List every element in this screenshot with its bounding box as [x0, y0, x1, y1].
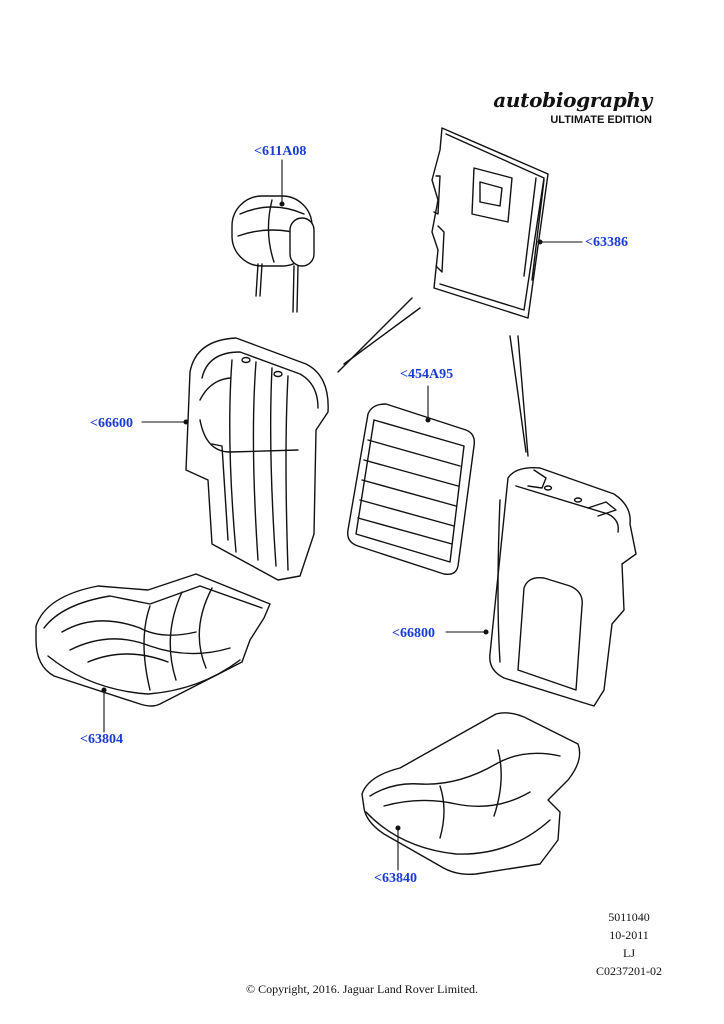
callout-right-backrest[interactable]: <66800: [392, 626, 435, 641]
right-backrest-illustration: [489, 467, 637, 707]
leader-lines: [101, 159, 583, 871]
reference-codes: 5011040 10-2011 LJ C0237201-02: [596, 908, 662, 980]
left-cushion-illustration: [35, 573, 271, 707]
callout-right-cushion[interactable]: <63840: [374, 871, 417, 886]
left-backrest-illustration: [185, 337, 329, 581]
callout-headrest[interactable]: <611A08: [254, 144, 307, 159]
brand-logo: autobiography ULTIMATE EDITION: [493, 88, 652, 126]
right-cushion-illustration: [361, 712, 581, 876]
headrest-illustration: [231, 195, 315, 313]
brand-subtitle: ULTIMATE EDITION: [550, 114, 652, 126]
callout-left-backrest[interactable]: <66600: [90, 416, 133, 431]
armrest-pad-illustration: [347, 403, 476, 576]
back-panel-illustration: [431, 127, 549, 319]
ref-line-4: C0237201-02: [596, 964, 662, 978]
callout-armrest-pad[interactable]: <454A95: [400, 367, 454, 382]
ref-line-2: 10-2011: [609, 928, 649, 942]
copyright-notice: © Copyright, 2016. Jaguar Land Rover Lim…: [245, 982, 479, 996]
brand-title: autobiography: [493, 88, 652, 112]
ref-line-3: LJ: [623, 946, 635, 960]
ref-line-1: 5011040: [608, 910, 650, 924]
callout-left-cushion[interactable]: <63804: [80, 732, 123, 747]
callout-back-panel[interactable]: <63386: [585, 235, 628, 250]
explode-lines: [337, 297, 529, 457]
